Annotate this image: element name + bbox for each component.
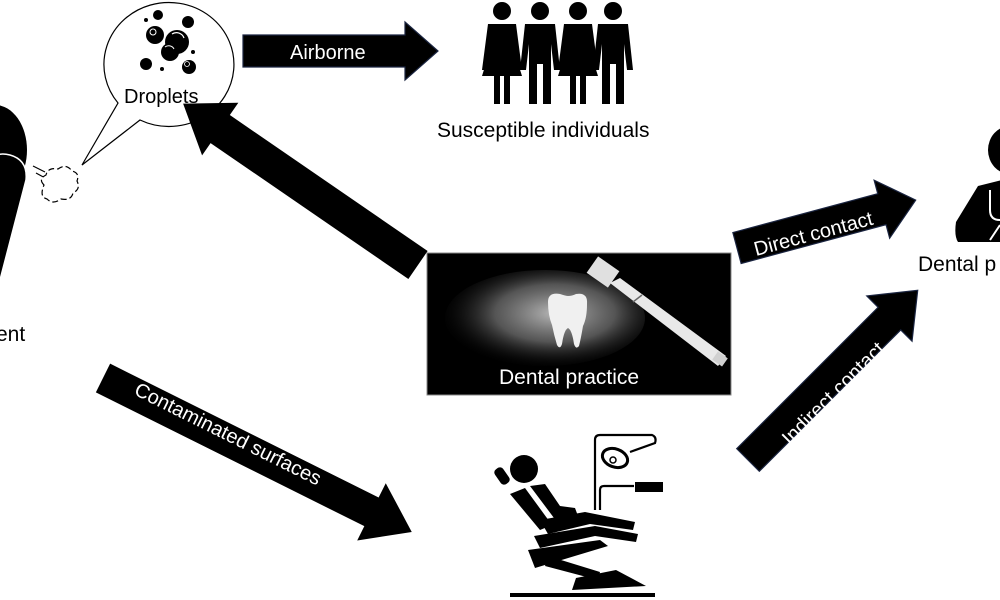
droplets-aerosols-arrow (183, 102, 428, 280)
dentist-with-stethoscope-icon (955, 128, 1000, 242)
contaminated-surfaces-arrow-label: Contaminated surfaces (131, 379, 325, 490)
airborne-arrow: Airborne (242, 20, 439, 82)
dental-handpiece-icon (586, 256, 728, 367)
droplets-bubble-icon (81, 1, 235, 166)
direct-contact-arrow (732, 179, 917, 265)
aerosol-spray (445, 270, 645, 366)
contaminated-surfaces-arrow (95, 363, 412, 541)
airborne-arrow-label: Airborne (290, 42, 366, 64)
group-of-people-icon (482, 2, 633, 104)
dental-professional-label: Dental p (918, 253, 996, 276)
tooth-icon (548, 293, 588, 348)
droplets-label: Droplets (124, 86, 198, 108)
dental-practice-panel: Dental practice (426, 252, 732, 396)
coughing-patient-icon (0, 105, 79, 281)
patient-label: ent (0, 323, 25, 346)
dental-practice-label: Dental practice (499, 366, 639, 389)
susceptible-label: Susceptible individuals (437, 119, 649, 142)
dental-chair-icon (494, 433, 663, 597)
indirect-contact-arrow (735, 289, 919, 473)
